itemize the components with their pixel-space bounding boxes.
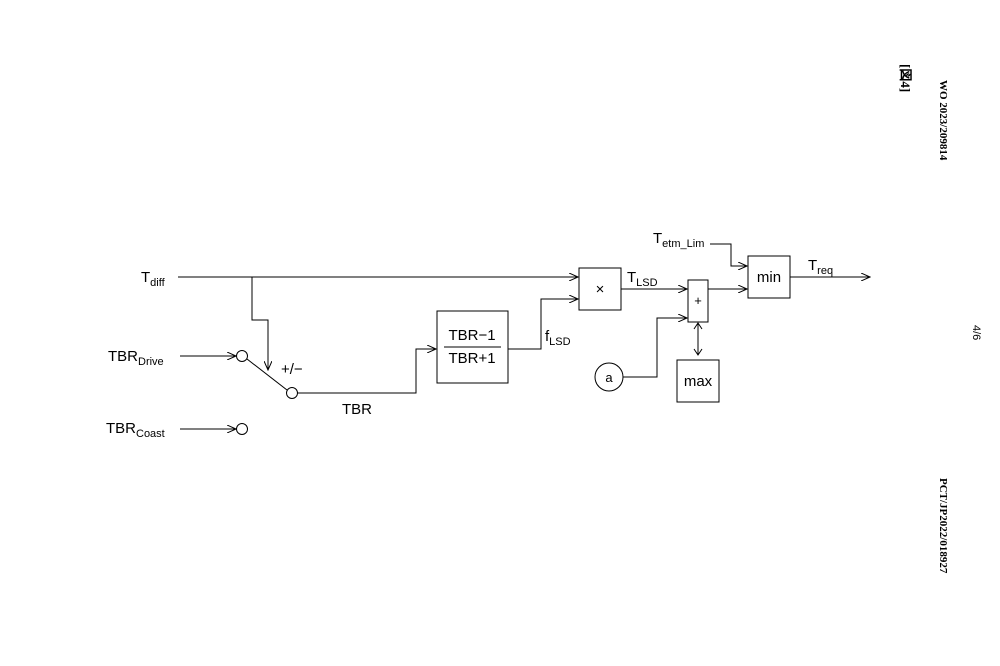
switch-contact-output bbox=[286, 387, 298, 399]
add-symbol: + bbox=[694, 293, 702, 308]
ratio-denominator: TBR+1 bbox=[448, 350, 495, 367]
publication-number: WO 2023/209814 bbox=[937, 80, 949, 161]
tbr-drive-label: TBRDrive bbox=[108, 348, 164, 368]
a-line bbox=[623, 318, 687, 378]
t-etm-lim-label: Tetm_Lim bbox=[653, 230, 704, 250]
t-diff-label: Tdiff bbox=[141, 269, 166, 289]
add-block bbox=[687, 279, 709, 323]
min-label: min bbox=[757, 269, 781, 286]
max-label: max bbox=[684, 373, 713, 390]
ratio-numerator: TBR−1 bbox=[448, 327, 495, 344]
t-lsd-label: TLSD bbox=[627, 269, 658, 289]
f-lsd-line bbox=[508, 299, 578, 350]
min-block bbox=[747, 255, 791, 299]
arrowhead-down bbox=[693, 348, 703, 356]
f-lsd-label: fLSD bbox=[545, 328, 571, 348]
multiply-symbol: × bbox=[596, 281, 605, 298]
application-number: PCT/JP2022/018927 bbox=[937, 478, 949, 574]
switch-arm bbox=[246, 358, 288, 391]
figure-label: [図4] bbox=[898, 64, 913, 93]
tbr-coast-label: TBRCoast bbox=[106, 420, 165, 440]
tbr-line bbox=[298, 349, 436, 394]
arrowhead-up bbox=[693, 322, 703, 330]
switch-contact-coast bbox=[236, 423, 248, 435]
page-number: 4/6 bbox=[970, 325, 982, 341]
sign-label: +/− bbox=[281, 361, 303, 378]
a-symbol: a bbox=[605, 370, 613, 385]
switch-contact-drive bbox=[236, 350, 248, 362]
tdiff-branch-line bbox=[251, 277, 268, 370]
tbr-label: TBR bbox=[342, 401, 372, 418]
t-etm-lim-line bbox=[710, 243, 747, 266]
t-req-label: Treq bbox=[808, 257, 833, 277]
max-block bbox=[676, 359, 720, 403]
